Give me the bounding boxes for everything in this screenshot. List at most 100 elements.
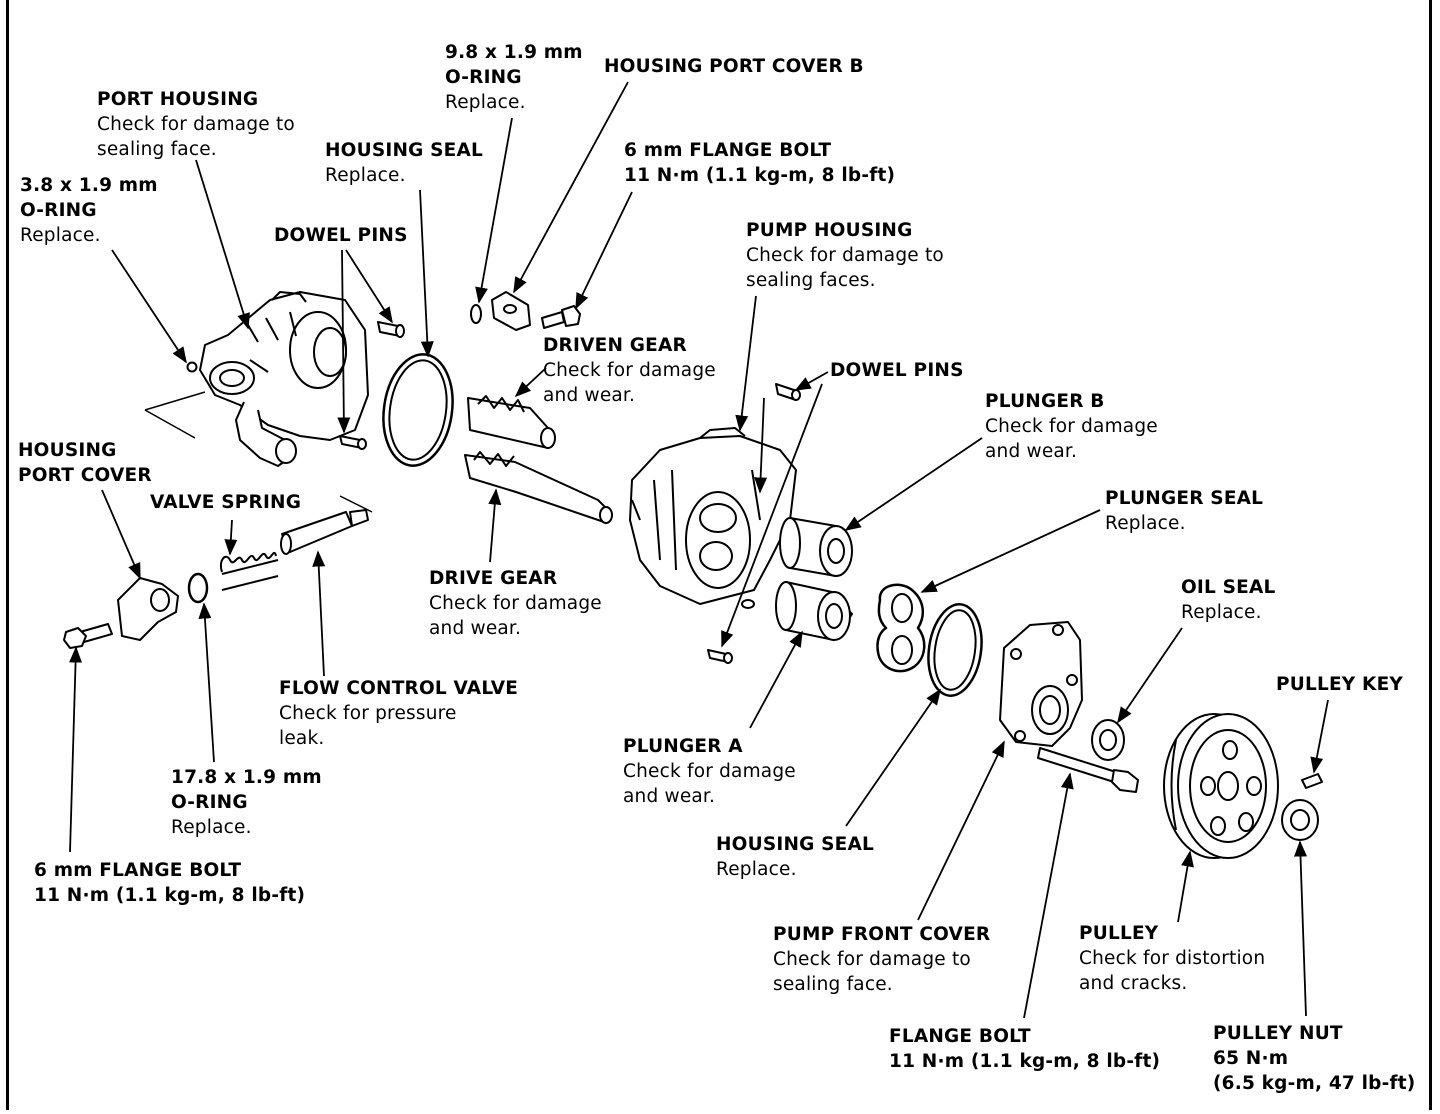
plunger-a-title: PLUNGER A bbox=[623, 736, 743, 757]
oring-178-title: O-RING bbox=[171, 792, 248, 813]
plunger-seal-part bbox=[876, 583, 926, 673]
label-valve-spring: VALVE SPRING bbox=[150, 490, 301, 515]
oring-98-size: 9.8 x 1.9 mm bbox=[445, 42, 583, 63]
driven-gear-note-1: Check for damage bbox=[543, 360, 716, 381]
port-housing-note-2: sealing face. bbox=[97, 139, 217, 160]
flow-control-valve-note-1: Check for pressure bbox=[279, 703, 457, 724]
flow-control-valve-note-2: leak. bbox=[279, 728, 325, 749]
oil-seal-note: Replace. bbox=[1181, 602, 1262, 623]
label-pump-front-cover: PUMP FRONT COVER Check for damage to sea… bbox=[773, 922, 990, 997]
pump-front-cover-title: PUMP FRONT COVER bbox=[773, 924, 991, 945]
oil-seal-title: OIL SEAL bbox=[1181, 577, 1276, 598]
leader-lines bbox=[69, 81, 1329, 1019]
label-housing-port-cover: HOUSING PORT COVER bbox=[18, 438, 152, 488]
housing-seal-bottom-note: Replace. bbox=[716, 859, 797, 880]
port-housing-note-1: Check for damage to bbox=[97, 114, 295, 135]
pulley-key-title: PULLEY KEY bbox=[1276, 674, 1404, 695]
flange-bolt-bottom-left-part bbox=[63, 623, 113, 649]
label-driven-gear: DRIVEN GEAR Check for damage and wear. bbox=[543, 333, 716, 408]
label-plunger-a: PLUNGER A Check for damage and wear. bbox=[623, 734, 796, 809]
oring-178-part bbox=[187, 572, 209, 604]
label-pump-housing: PUMP HOUSING Check for damage to sealing… bbox=[746, 218, 944, 293]
label-plunger-seal: PLUNGER SEAL Replace. bbox=[1105, 486, 1263, 536]
pulley-note-1: Check for distortion bbox=[1079, 948, 1266, 969]
dowel-pins-left-part bbox=[339, 321, 405, 450]
flange-bolt-bottom-torque: 11 N·m (1.1 kg-m, 8 lb-ft) bbox=[889, 1051, 1161, 1072]
dowel-pins-right-title: DOWEL PINS bbox=[830, 360, 964, 381]
label-port-housing: PORT HOUSING Check for damage to sealing… bbox=[97, 87, 295, 162]
plunger-a-note-1: Check for damage bbox=[623, 761, 796, 782]
label-housing-seal-bottom: HOUSING SEAL Replace. bbox=[716, 832, 874, 882]
pulley-nut-title: PULLEY NUT bbox=[1213, 1023, 1343, 1044]
label-pulley-nut: PULLEY NUT 65 N·m (6.5 kg-m, 47 lb-ft) bbox=[1213, 1021, 1415, 1096]
label-flange-bolt-bottom: FLANGE BOLT 11 N·m (1.1 kg-m, 8 lb-ft) bbox=[889, 1024, 1160, 1074]
pump-front-cover-part bbox=[999, 621, 1083, 747]
label-oring-38: 3.8 x 1.9 mm O-RING Replace. bbox=[20, 173, 158, 248]
oring-38-title: O-RING bbox=[20, 200, 97, 221]
housing-seal-bottom-part bbox=[927, 603, 983, 697]
label-flange-bolt-top: 6 mm FLANGE BOLT 11 N·m (1.1 kg-m, 8 lb-… bbox=[624, 138, 895, 188]
flange-bolt-bottom-left-title: 6 mm FLANGE BOLT bbox=[34, 860, 242, 881]
housing-seal-top-note: Replace. bbox=[325, 165, 406, 186]
label-pulley: PULLEY Check for distortion and cracks. bbox=[1079, 921, 1265, 996]
housing-seal-top-part bbox=[382, 353, 454, 467]
flange-bolt-bottom-part bbox=[1037, 747, 1139, 793]
drive-gear-note-2: and wear. bbox=[429, 618, 522, 639]
valve-spring-title: VALVE SPRING bbox=[150, 492, 302, 513]
oring-178-size: 17.8 x 1.9 mm bbox=[171, 767, 322, 788]
flow-control-valve-part bbox=[280, 495, 373, 555]
housing-port-cover-title-2: PORT COVER bbox=[18, 465, 152, 486]
port-housing-part bbox=[144, 291, 369, 467]
valve-spring-part bbox=[220, 551, 279, 591]
label-drive-gear: DRIVE GEAR Check for damage and wear. bbox=[429, 566, 602, 641]
label-oring-98: 9.8 x 1.9 mm O-RING Replace. bbox=[445, 40, 583, 115]
label-plunger-b: PLUNGER B Check for damage and wear. bbox=[985, 389, 1158, 464]
drive-gear-note-1: Check for damage bbox=[429, 593, 602, 614]
label-flow-control-valve: FLOW CONTROL VALVE Check for pressure le… bbox=[279, 676, 518, 751]
label-dowel-pins-left: DOWEL PINS bbox=[274, 223, 408, 248]
pump-housing-note-2: sealing faces. bbox=[746, 270, 876, 291]
housing-port-cover-b-title: HOUSING PORT COVER B bbox=[604, 56, 864, 77]
label-housing-seal-top: HOUSING SEAL Replace. bbox=[325, 138, 483, 188]
plunger-a-note-2: and wear. bbox=[623, 786, 716, 807]
plunger-b-note-2: and wear. bbox=[985, 441, 1078, 462]
pulley-note-2: and cracks. bbox=[1079, 973, 1188, 994]
flange-bolt-top-torque: 11 N·m (1.1 kg-m, 8 lb-ft) bbox=[624, 165, 896, 186]
plunger-a-part bbox=[775, 581, 853, 641]
label-oil-seal: OIL SEAL Replace. bbox=[1181, 575, 1276, 625]
plunger-b-part bbox=[779, 517, 853, 577]
pulley-key-part bbox=[1301, 773, 1323, 789]
housing-seal-bottom-title: HOUSING SEAL bbox=[716, 834, 875, 855]
plunger-b-title: PLUNGER B bbox=[985, 391, 1105, 412]
pulley-title: PULLEY bbox=[1079, 923, 1159, 944]
diagram-frame bbox=[6, 0, 1432, 1110]
driven-gear-note-2: and wear. bbox=[543, 385, 636, 406]
oil-seal-part bbox=[1091, 719, 1125, 761]
port-housing-title: PORT HOUSING bbox=[97, 89, 259, 110]
pulley-nut-part bbox=[1281, 799, 1319, 841]
flange-bolt-top-title: 6 mm FLANGE BOLT bbox=[624, 140, 832, 161]
housing-port-cover-b-part bbox=[491, 291, 531, 331]
flow-control-valve-title: FLOW CONTROL VALVE bbox=[279, 678, 519, 699]
oring-98-title: O-RING bbox=[445, 67, 522, 88]
pump-front-cover-note-2: sealing face. bbox=[773, 974, 893, 995]
oring-98-part bbox=[470, 304, 482, 324]
pump-front-cover-note-1: Check for damage to bbox=[773, 949, 971, 970]
label-housing-port-cover-b: HOUSING PORT COVER B bbox=[604, 54, 864, 79]
drive-gear-title: DRIVE GEAR bbox=[429, 568, 558, 589]
label-flange-bolt-bottom-left: 6 mm FLANGE BOLT 11 N·m (1.1 kg-m, 8 lb-… bbox=[34, 858, 305, 908]
flange-bolt-bottom-left-torque: 11 N·m (1.1 kg-m, 8 lb-ft) bbox=[34, 885, 306, 906]
pump-housing-note-1: Check for damage to bbox=[746, 245, 944, 266]
pump-housing-title: PUMP HOUSING bbox=[746, 220, 913, 241]
oring-38-note: Replace. bbox=[20, 225, 101, 246]
oring-38-size: 3.8 x 1.9 mm bbox=[20, 175, 158, 196]
label-oring-178: 17.8 x 1.9 mm O-RING Replace. bbox=[171, 765, 322, 840]
plunger-seal-title: PLUNGER SEAL bbox=[1105, 488, 1264, 509]
oring-38-part bbox=[186, 361, 198, 373]
pulley-nut-torque-nm: 65 N·m bbox=[1213, 1048, 1289, 1069]
oring-178-note: Replace. bbox=[171, 817, 252, 838]
plunger-b-note-1: Check for damage bbox=[985, 416, 1158, 437]
flange-bolt-bottom-title: FLANGE BOLT bbox=[889, 1026, 1031, 1047]
